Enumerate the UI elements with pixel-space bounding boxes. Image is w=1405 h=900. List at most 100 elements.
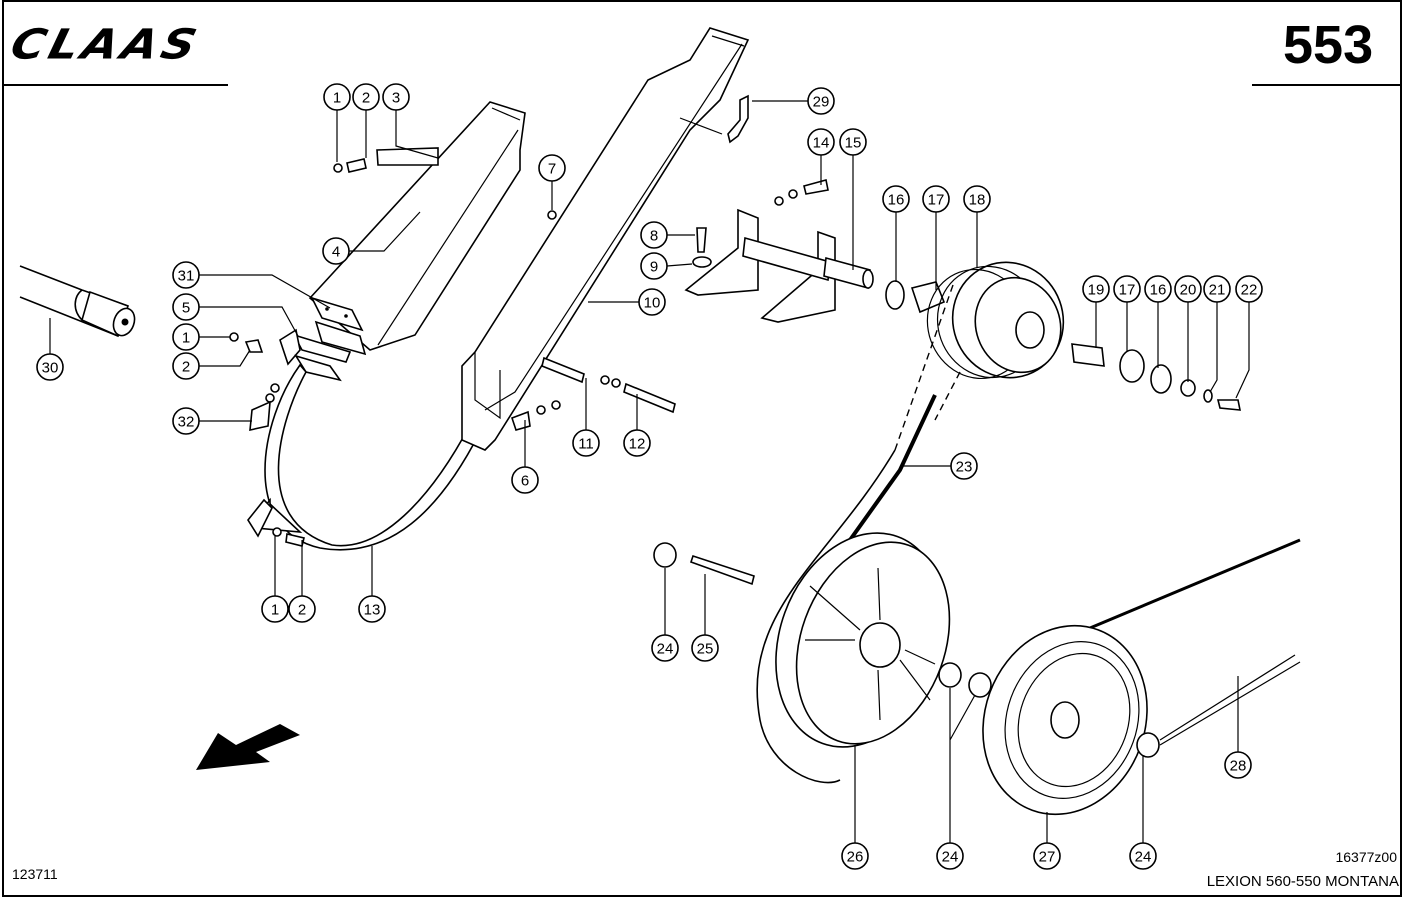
small-hardware xyxy=(229,147,829,547)
callout-label: 31 xyxy=(178,268,195,285)
callout-part-30: 30 xyxy=(36,353,64,381)
idler-pulley-part-18 xyxy=(885,261,1241,411)
leader-lines xyxy=(49,100,1250,843)
callout-label: 15 xyxy=(845,135,862,152)
callout-label: 17 xyxy=(928,192,945,209)
callout-part-4: 4 xyxy=(322,237,350,265)
callout-label: 28 xyxy=(1230,758,1247,775)
callout-circle xyxy=(172,352,200,380)
callout-label: 18 xyxy=(969,192,986,209)
callout-circle xyxy=(382,83,410,111)
v-belt-part-23 xyxy=(756,284,961,784)
callout-label: 25 xyxy=(697,641,714,658)
callout-part-31: 31 xyxy=(172,261,200,289)
callout-label: 22 xyxy=(1241,282,1258,299)
callout-circle xyxy=(640,221,668,249)
callout-label: 23 xyxy=(956,459,973,476)
callout-circle xyxy=(172,407,200,435)
callout-part-9: 9 xyxy=(640,252,668,280)
callout-label: 21 xyxy=(1209,282,1226,299)
callout-part-25: 25 xyxy=(691,634,719,662)
callout-part-2: 2 xyxy=(172,352,200,380)
callout-label: 5 xyxy=(182,300,190,317)
callout-label: 29 xyxy=(813,94,830,111)
callout-part-3: 3 xyxy=(382,83,410,111)
callout-part-6: 6 xyxy=(511,466,539,494)
callout-part-21: 21 xyxy=(1203,275,1231,303)
callout-part-2: 2 xyxy=(352,83,380,111)
callout-part-18: 18 xyxy=(963,185,991,213)
callout-part-1: 1 xyxy=(172,323,200,351)
callout-part-28: 28 xyxy=(1224,751,1252,779)
callout-part-27: 27 xyxy=(1033,842,1061,870)
callout-circle xyxy=(172,293,200,321)
callout-circle xyxy=(651,634,679,662)
callout-circle xyxy=(511,466,539,494)
callout-circle xyxy=(572,429,600,457)
callout-label: 16 xyxy=(888,192,905,209)
callout-part-10: 10 xyxy=(638,288,666,316)
callout-label: 26 xyxy=(847,849,864,866)
callout-part-8: 8 xyxy=(640,221,668,249)
callout-circle xyxy=(323,83,351,111)
callout-part-15: 15 xyxy=(839,128,867,156)
callout-circle xyxy=(882,185,910,213)
callout-label: 13 xyxy=(364,602,381,619)
callout-label: 11 xyxy=(578,436,594,453)
callout-label: 1 xyxy=(333,90,341,107)
callout-label: 24 xyxy=(1135,849,1152,866)
callout-part-23: 23 xyxy=(950,452,978,480)
shaft-support-part-15 xyxy=(684,208,874,323)
callout-circle xyxy=(358,595,386,623)
header-rule-right xyxy=(1252,84,1400,86)
callout-circle xyxy=(640,252,668,280)
callout-circle xyxy=(950,452,978,480)
callout-part-19: 19 xyxy=(1082,275,1110,303)
callout-label: 14 xyxy=(813,135,830,152)
frame-left-border xyxy=(2,0,4,897)
frame-right-border xyxy=(1400,0,1402,897)
reference-code: 16377z00 xyxy=(1335,849,1397,865)
callout-label: 6 xyxy=(521,473,529,490)
callout-circle xyxy=(638,288,666,316)
callout-label: 9 xyxy=(650,259,658,276)
callout-circle xyxy=(261,595,289,623)
callout-circle xyxy=(172,323,200,351)
callout-circle xyxy=(922,185,950,213)
callout-circle xyxy=(1129,842,1157,870)
callout-circle xyxy=(172,261,200,289)
callout-label: 17 xyxy=(1119,282,1136,299)
callout-label: 1 xyxy=(271,602,279,619)
callout-part-11: 11 xyxy=(572,429,600,457)
callout-circle xyxy=(691,634,719,662)
callout-part-14: 14 xyxy=(807,128,835,156)
drive-shaft-part-30 xyxy=(19,265,136,338)
header-rule-left xyxy=(4,84,228,86)
callout-label: 3 xyxy=(392,90,400,107)
callout-circle xyxy=(1033,842,1061,870)
callout-circle xyxy=(807,87,835,115)
travel-direction-arrow xyxy=(196,724,300,770)
callout-label: 27 xyxy=(1039,849,1056,866)
callout-circle xyxy=(841,842,869,870)
callout-label: 30 xyxy=(42,360,59,377)
callout-part-16: 16 xyxy=(1144,275,1172,303)
callout-label: 24 xyxy=(657,641,674,658)
drawing-number: 123711 xyxy=(12,866,58,882)
callout-part-32: 32 xyxy=(172,407,200,435)
callout-label: 7 xyxy=(548,161,556,178)
frame-top-border xyxy=(2,0,1402,2)
callout-part-12: 12 xyxy=(623,429,651,457)
callout-circle xyxy=(538,154,566,182)
frame-bottom-border xyxy=(2,895,1402,897)
callout-circle xyxy=(288,595,316,623)
callout-circle xyxy=(936,842,964,870)
callout-label: 24 xyxy=(942,849,959,866)
callout-part-17: 17 xyxy=(922,185,950,213)
callout-part-24: 24 xyxy=(1129,842,1157,870)
callout-part-5: 5 xyxy=(172,293,200,321)
callout-label: 32 xyxy=(178,414,195,431)
long-channel-part-10 xyxy=(461,27,750,451)
